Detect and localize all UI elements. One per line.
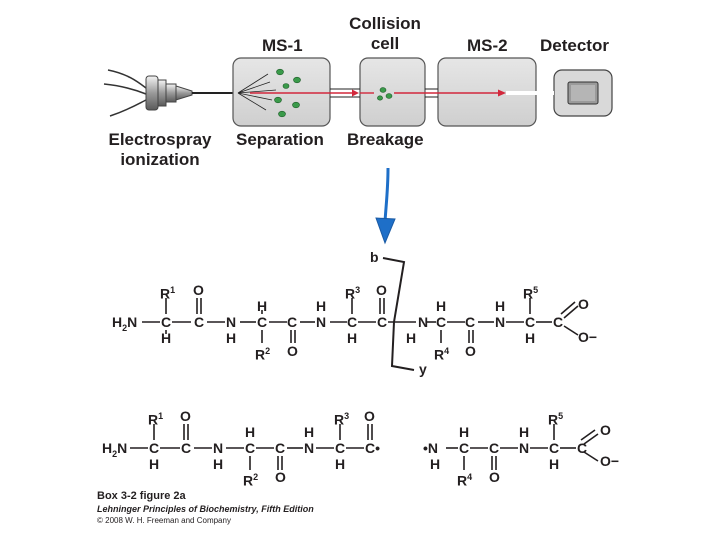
y-ion-label: y [419,361,427,377]
frag-b-c1: C [149,440,160,456]
frag-b-o3: O [364,408,375,424]
frag-b-c3: C [335,440,346,456]
amide-n-1: N [226,314,237,330]
peptide-bonds [142,298,579,343]
r3-group: R3 [345,285,361,302]
frag-b-nh1: H [213,456,224,472]
frag-y-r5: R5 [548,411,564,428]
frag-y-nh5: H [519,424,530,440]
frag-b-h1: H [149,456,160,472]
r1-group: R1 [160,285,176,302]
carbonyl-o-2: O [287,343,298,359]
ion-beam [330,88,554,98]
frag-b-co1: C [181,440,192,456]
droplets [274,68,301,118]
frag-b-r3: R3 [334,411,350,428]
electrospray-label: Electrospray ionization [100,130,220,170]
ms2-label: MS-2 [467,36,508,55]
amide-h-2: H [316,298,327,314]
separation-label: Separation [236,130,324,149]
ms1-label: MS-1 [262,36,303,55]
frag-y-r4: R4 [457,472,473,489]
h-3: H [347,330,358,346]
cleavage-bracket [382,257,415,371]
r5-group: R5 [523,285,539,302]
frag-b-n2: N [304,440,315,456]
frag-y-carboxyl-c: C [577,440,588,456]
amide-n-2: N [316,314,327,330]
fragment-bonds [130,424,599,470]
collision-label-line2: cell [370,34,400,53]
amide-h-3: H [406,330,417,346]
alpha-c-5: C [525,314,536,330]
carbonyl-c-2: C [287,314,298,330]
amide-h-1: H [226,330,237,346]
frag-y-co4: C [489,440,500,456]
electrospray-label-line2: ionization [120,150,200,169]
frag-y-nh: H [430,456,441,472]
amide-h-4: H [495,298,506,314]
alpha-c-1: C [161,314,172,330]
frag-b-n-terminus: H2N [102,440,128,459]
alpha-c-4: C [436,314,447,330]
frag-b-co2: C [275,440,286,456]
carbonyl-o-4: O [465,343,476,359]
carboxyl-c: C [553,314,564,330]
frag-b-o2: O [275,469,286,485]
droplet-spray [237,73,330,111]
carboxyl-o: O [578,296,589,312]
frag-y-c4: C [459,440,470,456]
amide-n-3: N [418,314,429,330]
detector-label: Detector [540,36,609,55]
carboxylate-o: O− [578,329,598,345]
h-1: H [161,330,172,346]
frag-b-radical-c: C• [365,440,381,456]
frag-b-nh2: H [304,424,315,440]
caption-source: Lehninger Principles of Biochemistry, Fi… [97,504,314,514]
electrospray-label-line1: Electrospray [108,130,212,149]
frag-y-c5: C [549,440,560,456]
frag-y-h5: H [549,456,560,472]
collision-cell-label: Collision cell [340,14,430,54]
blue-down-arrow [375,167,396,245]
breakage-label: Breakage [347,130,424,149]
ms1-chamber [232,57,331,127]
frag-y-o4: O [489,469,500,485]
caption-copyright: © 2008 W. H. Freeman and Company [97,516,231,525]
carbonyl-c-3: C [377,314,388,330]
alpha-h-4: H [436,298,447,314]
n-terminus: H2N [112,314,138,333]
frag-b-r2: R2 [243,472,259,489]
carbonyl-o-3: O [376,282,387,298]
frag-b-c2: C [245,440,256,456]
frag-b-n1: N [213,440,224,456]
alpha-h-2: H [257,298,268,314]
b-ion-label: b [370,249,379,265]
r4-group: R4 [434,346,450,363]
frag-b-r1: R1 [148,411,164,428]
frag-b-h2: H [245,424,256,440]
frag-y-carboxylate-o: O− [600,453,620,469]
frag-b-h3: H [335,456,346,472]
caption-title: Box 3-2 figure 2a [97,490,186,502]
collision-label-line1: Collision [349,14,421,33]
frag-y-radical-n: •N [423,440,439,456]
alpha-c-3: C [347,314,358,330]
alpha-c-2: C [257,314,268,330]
collision-cell-chamber [359,57,426,127]
frag-y-h4: H [459,424,470,440]
frag-b-o1: O [180,408,191,424]
detector-unit [553,69,613,117]
carbonyl-o-1: O [193,282,204,298]
fragments [377,87,393,101]
electrospray-source [103,69,233,117]
r2-group: R2 [255,346,271,363]
carbonyl-c-4: C [465,314,476,330]
carbonyl-c-1: C [194,314,205,330]
frag-y-carboxyl-o: O [600,422,611,438]
h-5: H [525,330,536,346]
amide-n-4: N [495,314,506,330]
frag-y-n5: N [519,440,530,456]
